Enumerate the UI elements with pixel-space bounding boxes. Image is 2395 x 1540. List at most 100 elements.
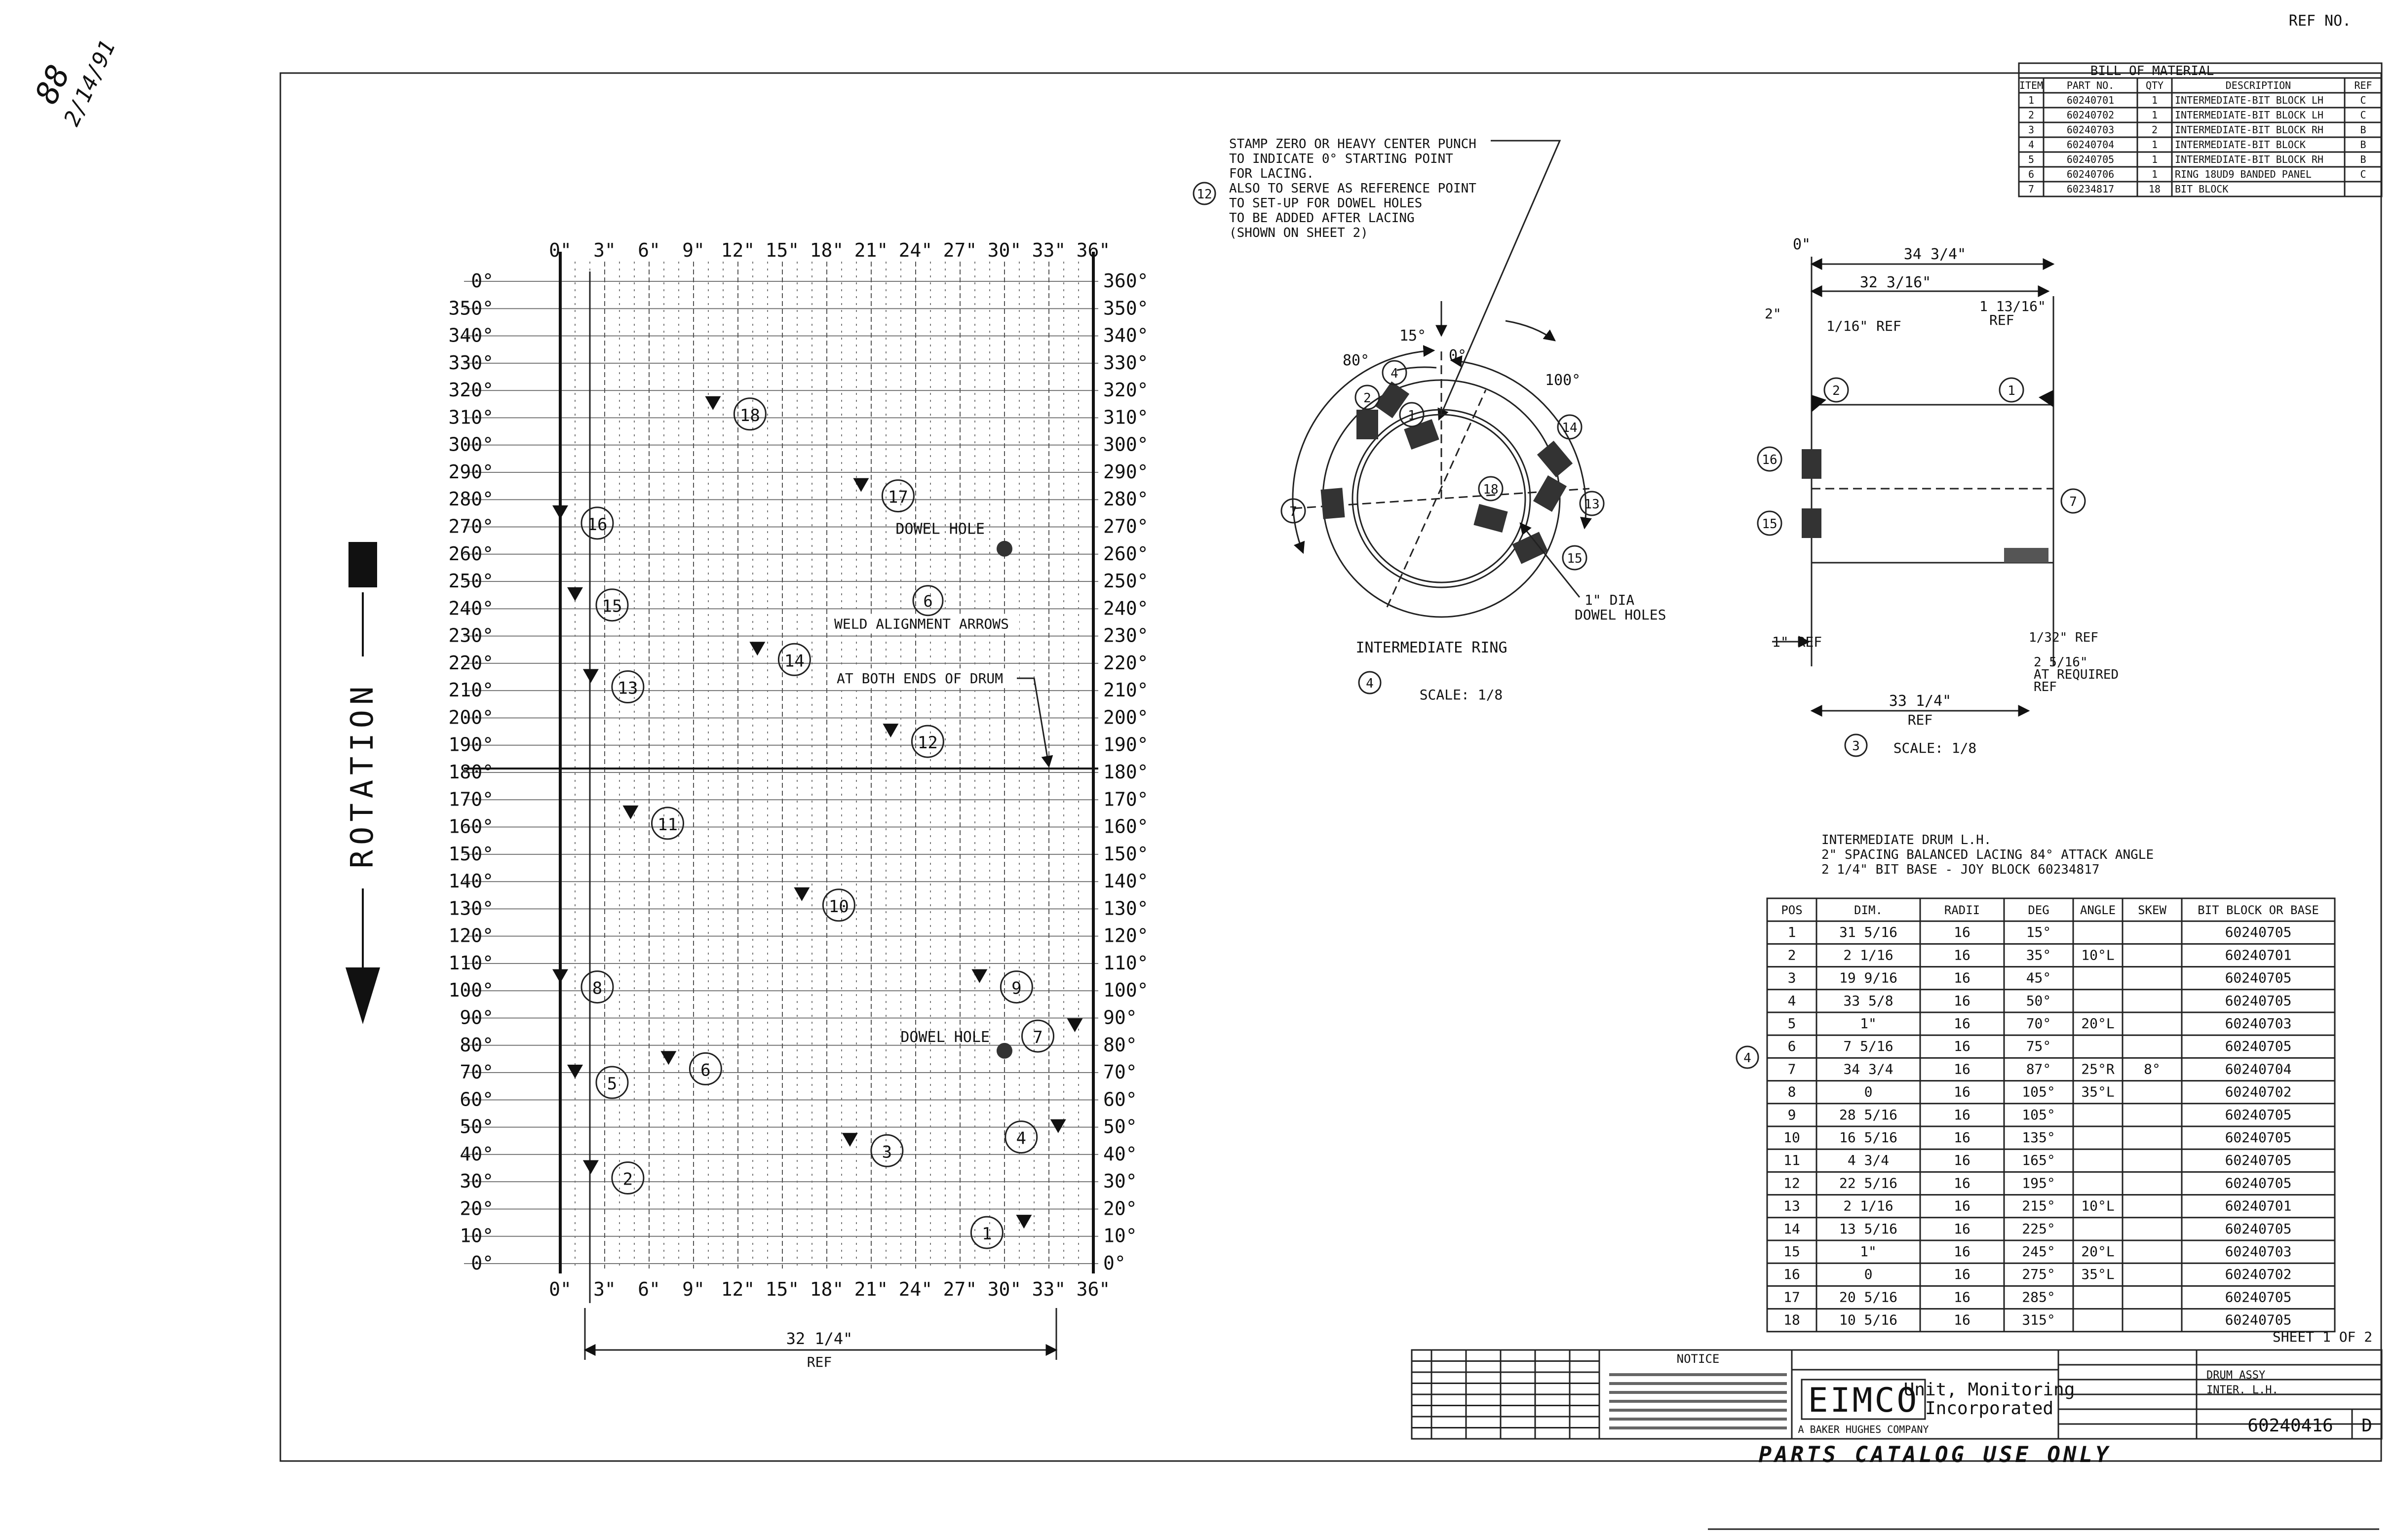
angle-label-right: 100° [1103,979,1149,1001]
side-bit-marker [1812,395,1826,412]
angle-label-left: 180° [448,761,494,783]
side-dim-2516: 2 5/16" [2034,655,2088,670]
bit-callout [595,1066,629,1099]
bom-header-cell: QTY [2146,79,2163,91]
stamp-note-line: TO INDICATE 0° STARTING POINT [1229,152,1453,166]
lacing-cell: 60240705 [2225,1289,2292,1305]
bit-callout [611,1161,645,1195]
side-dim-req: AT REQUIRED [2034,667,2119,682]
bom-cell: 1 [2028,94,2034,106]
side-bit-callout-number: 16 [1762,453,1777,467]
lacing-cell: 8° [2144,1061,2161,1077]
lacing-cell: 28 5/16 [1839,1107,1897,1123]
lacing-cell: 165° [2022,1152,2055,1168]
weld-note-bg [832,614,1019,634]
angle-label-left: 230° [448,625,494,647]
ring-bit-callout-number: 14 [1562,421,1577,435]
stamp-note-line: STAMP ZERO OR HEAVY CENTER PUNCH [1229,137,1476,152]
bom-cell: 60240703 [2067,124,2114,136]
lacing-cell: 22 5/16 [1839,1175,1897,1191]
angle-label-left: 310° [448,406,494,428]
bit-marker [749,642,766,656]
bit-callout [595,588,629,622]
lacing-cell: 105° [2022,1107,2055,1123]
lacing-cell: 60240705 [2225,1107,2292,1123]
stamp-note-line: ALSO TO SERVE AS REFERENCE POINT [1229,181,1476,196]
lacing-cell: 16 [1954,1107,1970,1123]
lacing-cell: 20 5/16 [1839,1289,1897,1305]
angle-label-right: 130° [1103,897,1149,919]
angle-label-right: 40° [1103,1143,1137,1165]
angle-label-right: 60° [1103,1088,1137,1110]
bit-callout-number: 3 [882,1142,892,1162]
lacing-cell: 10°L [2081,1198,2114,1214]
dimension-label-top: 30" [988,239,1022,261]
lacing-cell: 87° [2026,1061,2051,1077]
lacing-cell: 60240702 [2225,1084,2292,1100]
sheet-number: SHEET 1 OF 2 [2273,1329,2372,1345]
ring-angle-15: 15° [1399,327,1426,345]
ring-bit-callout-number: 15 [1567,551,1582,566]
revision-letter: D [2361,1416,2372,1436]
side-dim-bottom-value: 33 1/4" [1889,693,1951,710]
lacing-cell: 25°R [2081,1061,2115,1077]
bit-marker [552,969,568,983]
lacing-cell: 60240701 [2225,947,2292,963]
angle-label-right: 20° [1103,1197,1137,1219]
lacing-cell: 75° [2026,1038,2051,1054]
bit-callout-number: 18 [740,406,760,425]
dimension-label-bottom: 24" [899,1278,933,1300]
bom-cell: 60240701 [2067,94,2114,106]
lacing-header-cell: ANGLE [2080,903,2116,917]
bit-callout [733,397,767,431]
lacing-cell: 35°L [2081,1266,2114,1282]
angle-label-right: 290° [1103,461,1149,483]
bom-cell: 1 [2152,168,2158,180]
dimension-label-top: 21" [854,239,888,261]
bom-cell: INTERMEDIATE-BIT BLOCK LH [2175,109,2323,121]
angle-label-left: 100° [448,979,494,1001]
lacing-cell: 10 [1783,1129,1800,1146]
dimension-label-bottom: 12" [721,1278,755,1300]
bom-frame [2018,62,2383,197]
angle-label-right: 240° [1103,597,1149,619]
ring-view-callout-number: 4 [1366,676,1374,691]
bit-callout-number: 6 [700,1060,710,1080]
dowel-note-line2: DOWEL HOLES [1575,607,1666,623]
angle-label-right: 220° [1103,652,1149,674]
dowel-note-leader [1519,522,1581,598]
angle-label-right: 260° [1103,543,1149,565]
lacing-cell: 60240705 [2225,993,2292,1009]
ring-center-d [1386,389,1487,608]
lacing-title-line: 2" SPACING BALANCED LACING 84° ATTACK AN… [1821,847,2154,862]
bottom-dimension: 32 1/4" [786,1329,853,1348]
drawing-number: 60240416 [2247,1416,2333,1436]
angle-label-right: 0° [1103,1252,1126,1274]
angle-label-left: 0° [471,1252,494,1274]
bom-cell: C [2360,109,2366,121]
ring-bit-callout [1280,498,1306,524]
ring-bit-callout [1557,414,1583,440]
stamp-note-callout-number: 12 [1197,187,1212,202]
lacing-cell: 7 [1788,1061,1796,1077]
ring-view-scale: SCALE: 1/8 [1420,687,1503,703]
lacing-cell: 15° [2026,924,2051,940]
lacing-title-line: 2 1/4" BIT BASE - JOY BLOCK 60234817 [1821,862,2100,877]
lacing-cell: 16 [1783,1266,1800,1282]
bom-cell: INTERMEDIATE-BIT BLOCK RH [2175,124,2323,136]
bom-cell: 1 [2152,109,2158,121]
lacing-cell: 60240703 [2225,1015,2292,1032]
bit-callout-number: 4 [1016,1129,1026,1149]
lacing-cell: 16 [1954,1015,1970,1032]
angle-label-right: 270° [1103,516,1149,538]
lacing-cell: 10 5/16 [1839,1312,1897,1328]
angle-label-left: 80° [460,1034,494,1056]
lacing-cell: 16 [1954,1266,1970,1282]
ring-bit-callout [1382,360,1407,385]
company-name-line1: Unit, Monitoring [1904,1380,2075,1400]
lacing-cell: 275° [2022,1266,2055,1282]
angle-label-left: 300° [448,434,494,456]
lacing-cell: 6 [1788,1038,1796,1054]
lacing-cell: 70° [2026,1015,2051,1032]
